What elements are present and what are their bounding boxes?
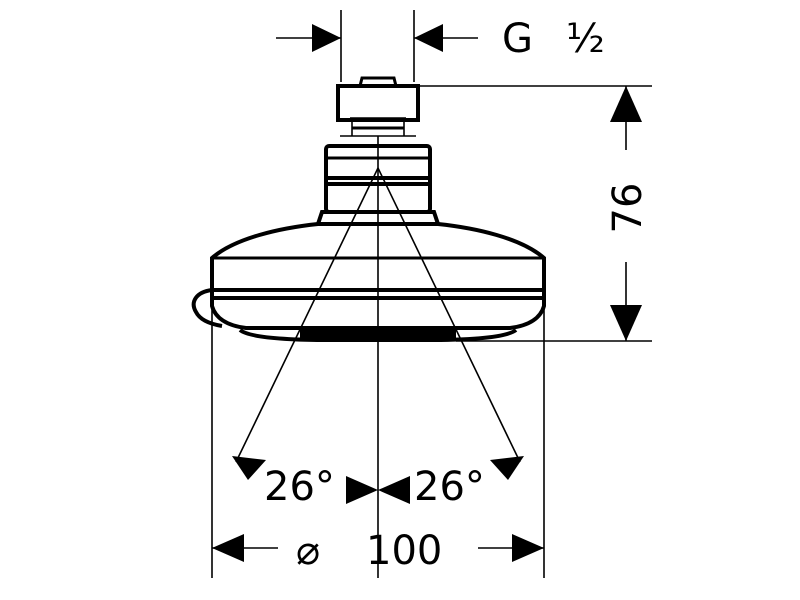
thread-arrow-left: [312, 24, 341, 52]
height-dimension: 76: [420, 85, 652, 342]
thread-letter-label: G: [502, 16, 533, 62]
angle-arrow-center-right: [378, 476, 410, 504]
thread-arrow-right: [414, 24, 443, 52]
diameter-arrow-left: [212, 534, 244, 562]
hex-nut: [336, 84, 420, 122]
spray-line-right: [377, 167, 521, 463]
shower-head-outline: [191, 76, 546, 342]
height-arrow-top: [610, 86, 642, 122]
diameter-symbol-label: ⌀: [296, 528, 320, 574]
side-lever: [191, 288, 223, 328]
diameter-dimension: ⌀ 100: [211, 300, 545, 578]
angle-left-label: 26°: [264, 464, 335, 510]
height-label: 76: [605, 183, 651, 234]
angle-arrow-center-left: [346, 476, 378, 504]
angle-right-label: 26°: [414, 464, 485, 510]
height-arrow-bottom: [610, 305, 642, 341]
spray-line-left: [235, 167, 379, 463]
thread-dimension: G ½: [276, 10, 605, 82]
thread-size-label: ½: [566, 16, 605, 62]
angle-arrow-left-outer: [232, 456, 266, 480]
diameter-arrow-right: [512, 534, 544, 562]
nut-cap: [358, 76, 398, 87]
diameter-value-label: 100: [366, 528, 442, 574]
angle-arrow-right-outer: [490, 456, 524, 480]
angle-dimension: 26° 26°: [232, 456, 524, 510]
